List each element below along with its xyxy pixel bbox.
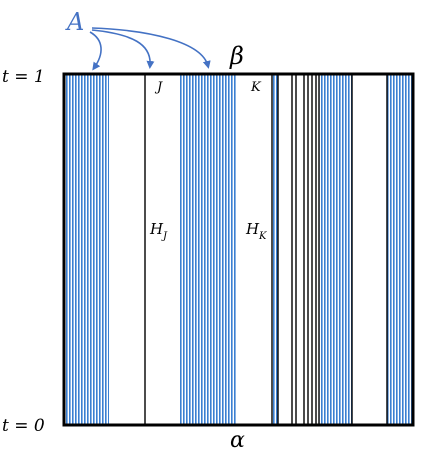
h-j-subscript: J [161, 231, 168, 242]
striped-band-3 [272, 74, 278, 425]
h-k-main: H [245, 220, 260, 238]
h-j-main: H [149, 220, 164, 238]
curved-arrow-icon [89, 31, 102, 71]
h-k-label: H K [245, 220, 267, 242]
k-label: K [250, 80, 262, 95]
h-k-subscript: K [258, 231, 267, 242]
t-one-label: t = 1 [2, 67, 45, 87]
striped-band-2 [179, 74, 237, 425]
beta-label: β [229, 42, 244, 70]
curved-arrow-icon [91, 27, 211, 69]
j-label: J [154, 80, 163, 95]
square-frame [62, 72, 415, 427]
alpha-label: α [230, 428, 245, 453]
striped-band-5 [387, 74, 413, 425]
striped-band-4 [319, 74, 352, 425]
striped-band-1 [64, 74, 109, 425]
t-zero-label: t = 0 [2, 416, 45, 436]
curved-arrow-icon [91, 29, 155, 69]
h-j-label: H J [149, 220, 168, 242]
set-a-label: A [65, 8, 84, 36]
